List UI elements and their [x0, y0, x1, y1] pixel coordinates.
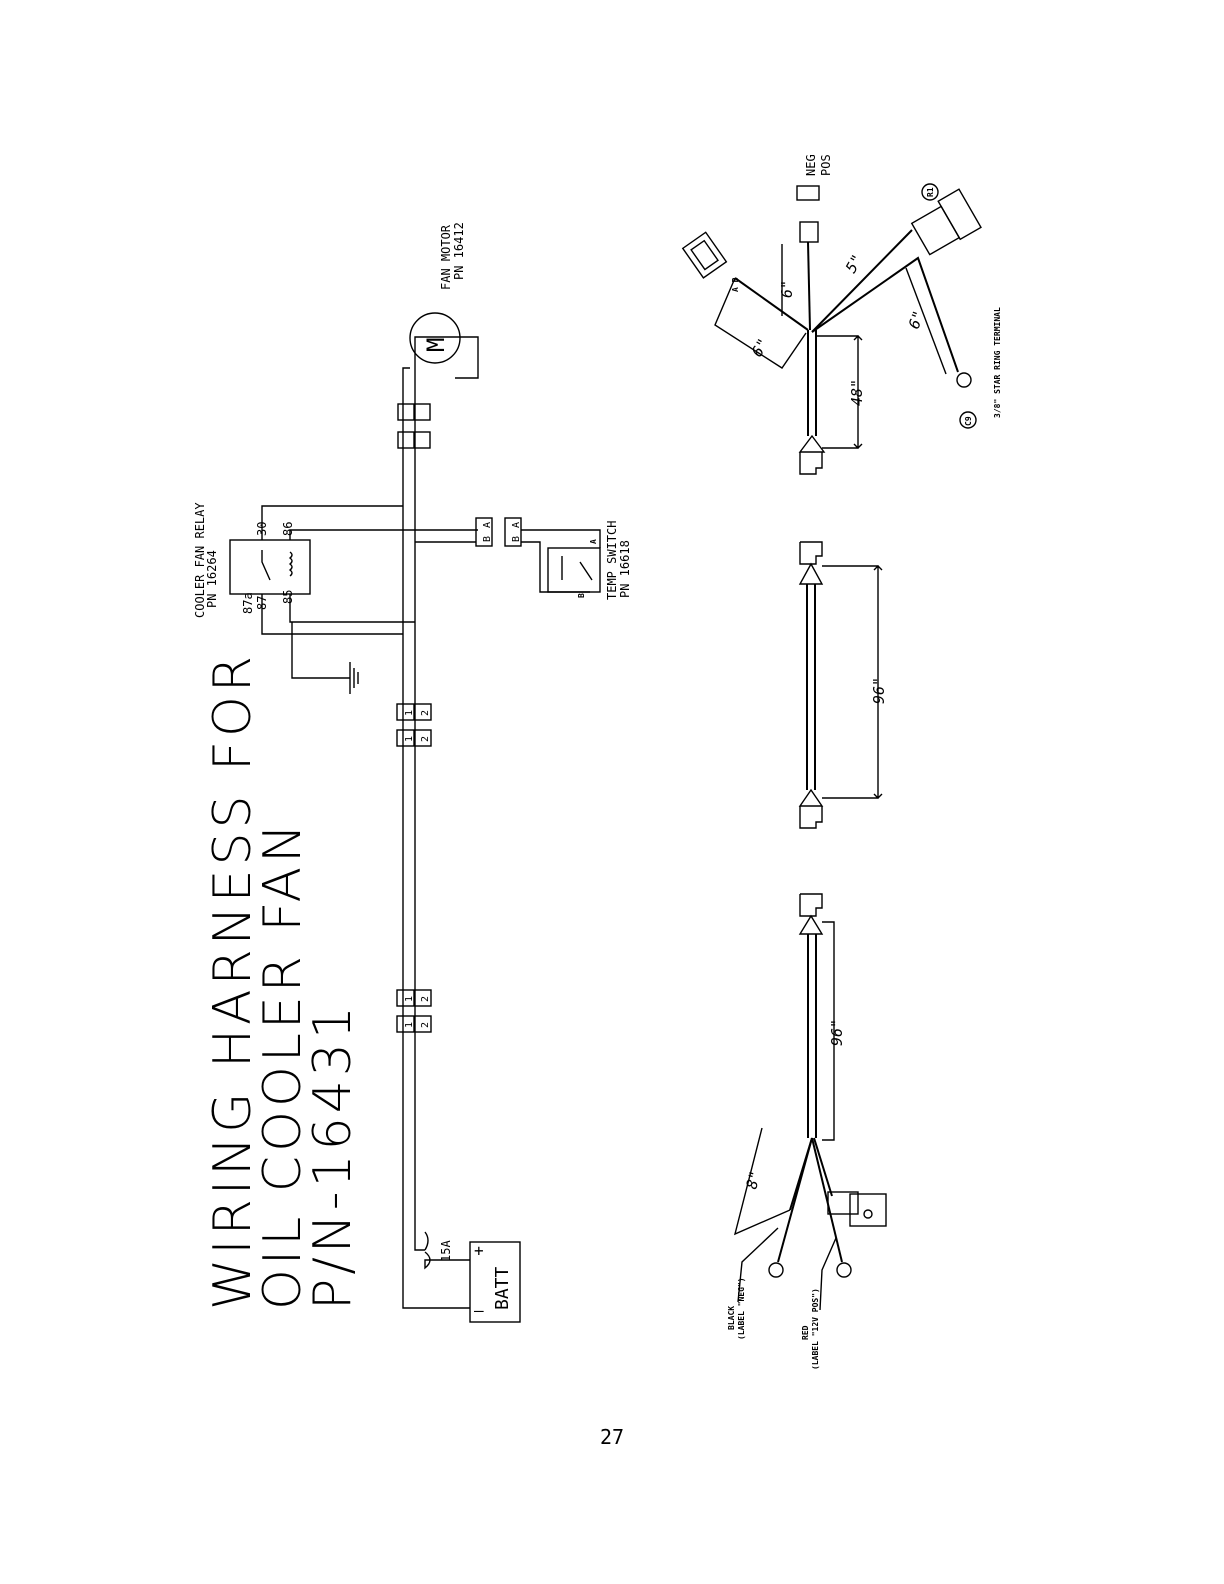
harness-top: NEG POS A B R1 C9 3/8" STAR RING TERMINA… [683, 154, 1002, 474]
fuse-label: 15A [439, 1240, 453, 1262]
ground-symbol [350, 662, 358, 694]
svg-text:2: 2 [420, 710, 431, 716]
wire-relay-86 [290, 530, 478, 540]
red-label-2: (LABEL "12V POS") [811, 1288, 820, 1370]
dim-6-right-label: 6" [905, 308, 928, 331]
neg-label: NEG [804, 154, 818, 176]
red-ring-terminal [837, 1263, 851, 1277]
dim-6-left-label: 6" [748, 335, 773, 360]
harness-top-ring-terminal [957, 373, 971, 387]
svg-text:A: A [482, 522, 493, 528]
svg-text:1: 1 [404, 996, 415, 1002]
harness-top-connector-end [800, 436, 824, 474]
harness-mid-connector-top [800, 542, 822, 584]
harness-top-branch-ring [812, 258, 958, 372]
harness-bottom-wire [808, 934, 816, 1138]
red-leader [820, 1238, 836, 1310]
svg-text:1: 1 [404, 1022, 415, 1028]
harness-bottom: 96" 8" BLACK (LABEL "NEG") RED (LABEL "1… [727, 894, 886, 1370]
dim-6-mid-label: 6" [778, 280, 796, 298]
connector-12-upper-a: 1 2 [397, 704, 431, 720]
dim-96-bottom-label: 96" [828, 1019, 846, 1046]
dim-8-label: 8" [742, 1169, 764, 1191]
black-label-1: BLACK [727, 1306, 736, 1330]
harness-top-trunk [808, 330, 816, 436]
dim-96-mid-label: 96" [870, 677, 888, 704]
connector-temp-1: B A [476, 518, 493, 546]
svg-text:1: 1 [404, 710, 415, 716]
harness-mid: 96" [800, 542, 888, 828]
black-ring-terminal [769, 1263, 783, 1277]
wire-temp-a [521, 530, 600, 548]
svg-text:B: B [482, 536, 493, 542]
svg-text:C9: C9 [964, 416, 973, 426]
harness-mid-wire [807, 584, 815, 790]
harness-top-posneg-connector [800, 222, 818, 242]
svg-text:2: 2 [420, 1022, 431, 1028]
neg-pos-legend-box [797, 186, 819, 200]
harness-top-relay-socket [909, 189, 981, 256]
svg-text:2: 2 [420, 996, 431, 1002]
title-line-3: P/N-16431 [303, 1002, 363, 1310]
ring-terminal-label: 3/8" STAR RING TERMINAL [993, 307, 1002, 418]
relay-contact [262, 550, 270, 580]
harness-top-ab-connector [683, 232, 727, 278]
black-label-2: (LABEL "NEG") [737, 1277, 746, 1340]
harness-mid-connector-bottom [800, 790, 822, 828]
wire-ground [292, 622, 350, 678]
wire-power-bus [415, 370, 425, 1250]
harness-top-branch-mid [808, 242, 810, 330]
wire-relay-85 [290, 594, 415, 622]
svg-text:2: 2 [420, 736, 431, 742]
title-block: WIRING HARNESS FOR OIL COOLER FAN P/N-16… [203, 652, 363, 1310]
temp-switch-pin-a: A [589, 539, 598, 544]
fuse-holder [828, 1192, 886, 1226]
temp-switch-name: TEMP SWITCH [605, 521, 619, 600]
svg-text:B: B [511, 536, 522, 542]
relay-coil [290, 552, 292, 576]
harness-bottom-branch-red [812, 1138, 842, 1262]
harness-bottom-connector [800, 894, 822, 934]
harness-top-branch-right [812, 230, 912, 332]
battery-minus: – [474, 1301, 484, 1320]
wire-ground-bus [403, 370, 470, 1308]
battery-label: BATT [492, 1266, 513, 1310]
relay-pin-87a: 87a [241, 592, 255, 614]
temp-switch-element [562, 556, 592, 580]
pos-label: POS [819, 154, 833, 176]
page-number: 27 [0, 1425, 1224, 1449]
battery-plus: + [474, 1241, 484, 1260]
relay-pin-86: 86 [281, 522, 295, 536]
temp-switch-pin-b: B [577, 593, 586, 598]
connector-12-lower-a: 1 2 [397, 990, 431, 1006]
fuse-15a [425, 1232, 428, 1250]
wire-fan-feed [403, 368, 410, 370]
fan-motor-symbol: M [422, 338, 450, 352]
harness-bottom-branch-black-2 [790, 1138, 812, 1210]
svg-text:R1: R1 [926, 187, 935, 197]
fan-motor-pn: PN 16412 [452, 222, 466, 280]
temp-switch-pn: PN 16618 [618, 540, 632, 598]
dim-5-label: 5" [842, 251, 867, 276]
temp-switch [548, 548, 600, 592]
relay-pin-85: 85 [281, 590, 295, 604]
fan-motor-name: FAN MOTOR [439, 224, 453, 290]
wire-temp-b [415, 542, 590, 592]
connector-12-lower-b: 1 2 [397, 1016, 431, 1032]
svg-text:1: 1 [404, 736, 415, 742]
relay-pn: PN 16264 [205, 550, 219, 608]
svg-text:A: A [511, 522, 522, 528]
red-label-1: RED [801, 1325, 810, 1340]
relay-box [230, 540, 310, 594]
dim-48-label: 48" [848, 379, 866, 406]
harness-top-branch-left [735, 278, 808, 330]
connector-temp-2: B A [505, 518, 522, 546]
connector-12-upper-b: 1 2 [397, 730, 431, 746]
